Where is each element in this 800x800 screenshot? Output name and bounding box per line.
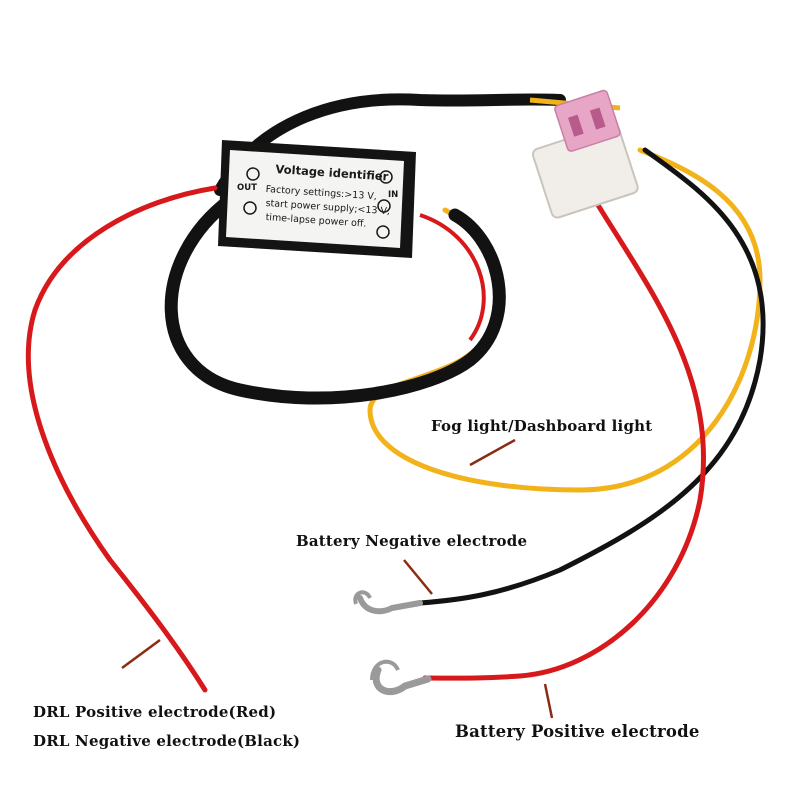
red-wire-battery bbox=[422, 202, 706, 681]
black-spade-terminal bbox=[353, 590, 423, 615]
black-harness-loop bbox=[164, 193, 506, 405]
red-strand-inner bbox=[419, 213, 486, 342]
plus-terminal-icon bbox=[379, 170, 393, 184]
callout-drl-positive: DRL Positive electrode(Red) bbox=[33, 703, 277, 721]
module-out-label: OUT bbox=[237, 183, 257, 193]
minus-terminal-icon bbox=[377, 199, 391, 213]
d-terminal-icon bbox=[376, 225, 390, 239]
leader-battery-positive bbox=[543, 683, 554, 719]
plus-terminal-icon bbox=[246, 167, 260, 181]
leader-fog bbox=[469, 438, 516, 467]
callout-drl-negative: DRL Negative electrode(Black) bbox=[33, 732, 301, 750]
callout-battery-negative: Battery Negative electrode bbox=[296, 532, 528, 550]
fuse-holder bbox=[531, 89, 639, 219]
voltage-identifier-module bbox=[218, 140, 416, 258]
red-spade-terminal bbox=[370, 659, 432, 695]
leader-drl bbox=[121, 638, 161, 670]
module-in-label: IN bbox=[388, 190, 399, 200]
callout-fog-light: Fog light/Dashboard light bbox=[431, 417, 653, 435]
minus-terminal-icon bbox=[243, 201, 257, 215]
leader-battery-negative bbox=[403, 559, 433, 595]
callout-battery-positive: Battery Positive electrode bbox=[455, 722, 700, 741]
drl-red-wire bbox=[25, 185, 218, 693]
black-wire-battery bbox=[417, 147, 766, 606]
